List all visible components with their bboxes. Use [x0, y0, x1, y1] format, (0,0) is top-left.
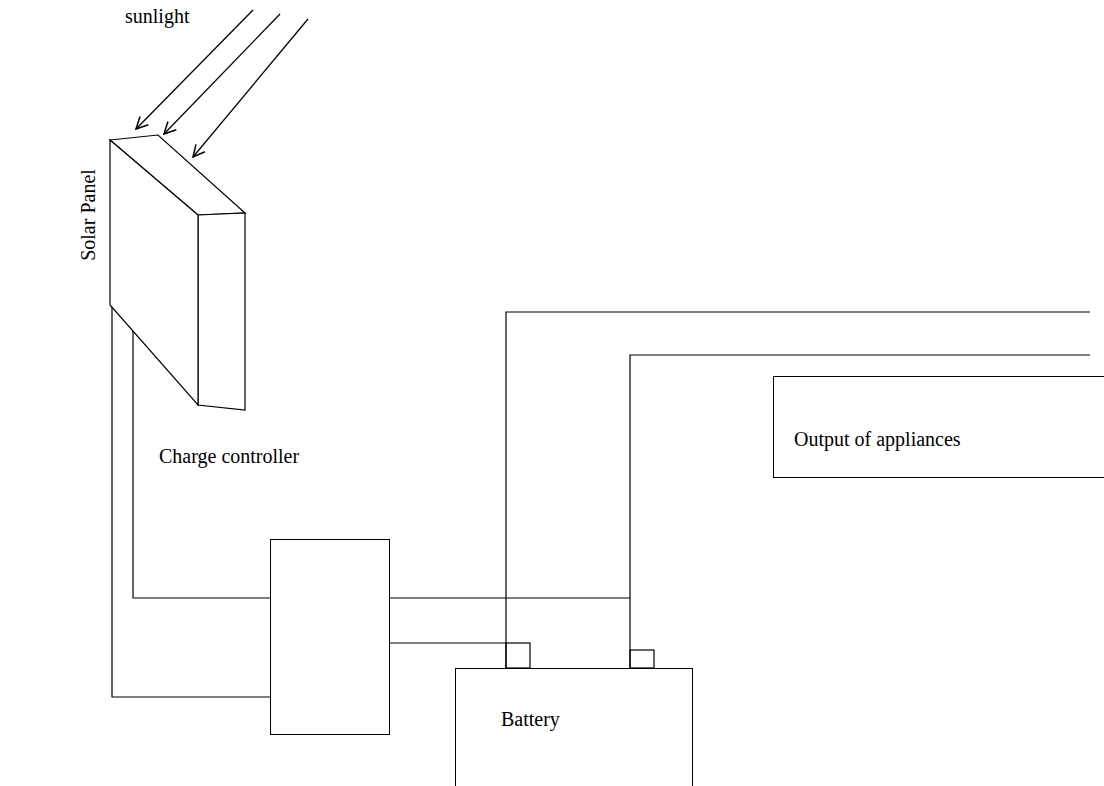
panel-side [198, 213, 245, 410]
battery-box: Battery [455, 668, 693, 786]
output-box: Output of appliances [773, 376, 1104, 478]
panel-face [110, 140, 198, 405]
node-label: Output of appliances [794, 427, 961, 451]
solar-panel: Solar Panel [60, 130, 250, 415]
output-wire [630, 355, 1090, 598]
charge-controller: Charge controller [270, 539, 390, 735]
node-label: Battery [501, 707, 560, 731]
battery-terminals [506, 643, 654, 668]
sun-ray [193, 19, 308, 157]
sun-ray [136, 10, 253, 129]
wire [390, 643, 506, 668]
box-heading: Charge controller [159, 444, 299, 468]
battery-terminal [506, 643, 530, 668]
battery-terminal [630, 650, 654, 668]
caption-label: sunlight [125, 4, 189, 28]
wire [390, 598, 630, 668]
sunlight-rays [136, 10, 308, 157]
node-label: Solar Panel [76, 169, 100, 261]
wire-connector [390, 598, 630, 668]
